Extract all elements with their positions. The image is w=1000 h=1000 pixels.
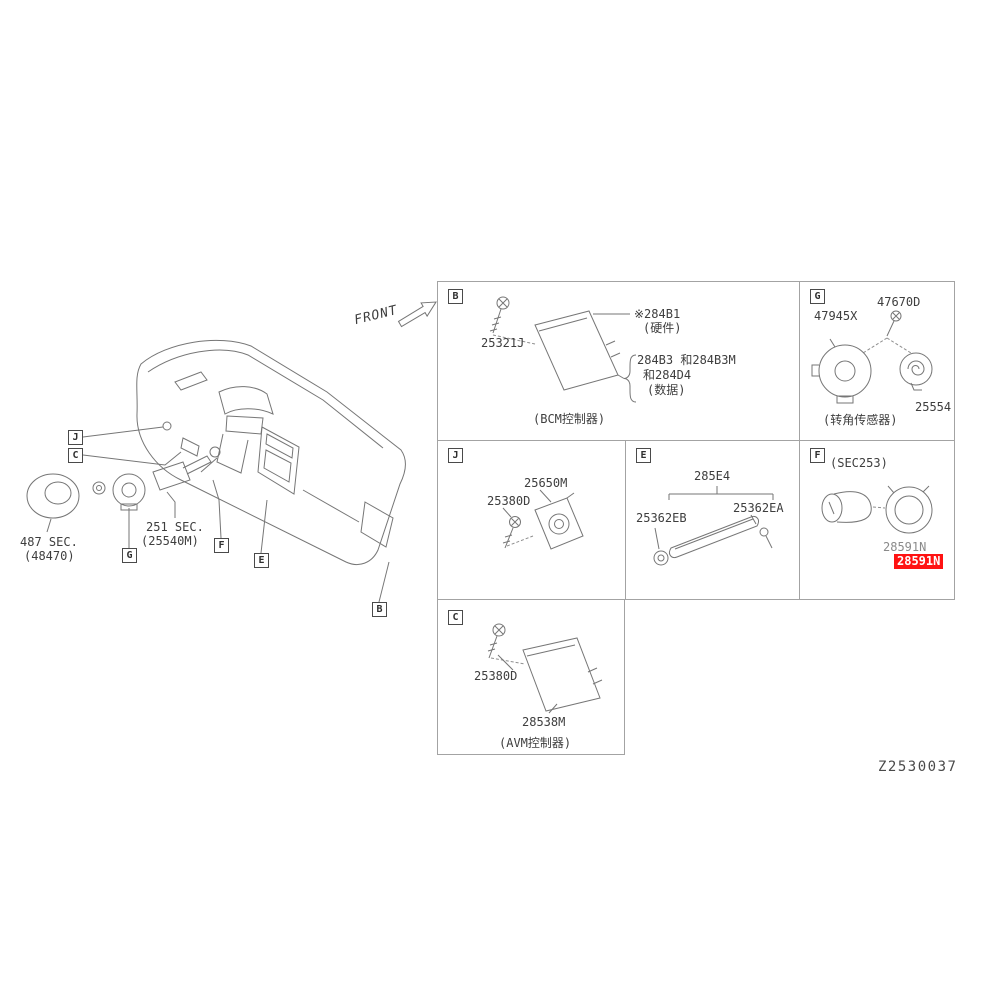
label-487-sec: 487 SEC. [20,535,78,549]
part-285E4: 285E4 [694,469,731,483]
diagram-code: Z2530037 [878,759,958,775]
panel-C: C 25380D 28538M (AVM控制器) [437,600,625,755]
panel-C-callout: C [448,610,463,625]
panel-E-callout: E [636,448,651,463]
dashboard-line-art [26,340,406,603]
part-284D4: 和284D4 [643,368,692,382]
panel-B-callout: B [448,289,463,304]
callout-G: G [122,548,137,563]
part-25650M: 25650M [524,476,568,490]
label-48470: (48470) [24,549,75,563]
panel-E-art [653,486,774,566]
panel-G-callout: G [810,289,825,304]
panel-C-caption: (AVM控制器) [499,736,572,750]
front-direction-label: FRONT [352,302,400,329]
part-47670D: 47670D [877,295,921,309]
part-28538M: 28538M [522,715,566,729]
panel-C-art [487,623,603,714]
part-284B1: ※284B1 [634,307,681,321]
callout-F: F [214,538,229,553]
panel-E: E 285E4 25362EB 25362EA [625,440,800,600]
part-25380D-j: 25380D [487,494,531,508]
part-47945X: 47945X [814,309,858,323]
part-25321J: 25321J [481,336,525,350]
note-sec253: (SEC253) [830,456,888,470]
part-25554: 25554 [915,400,952,414]
part-284B3: 284B3 和284B3M [637,353,736,367]
label-25540M: (25540M) [141,534,199,548]
grid-divider-horizontal [437,440,955,441]
panel-J-callout: J [448,448,463,463]
part-25380D-c: 25380D [474,669,518,683]
callout-B: B [372,602,387,617]
panel-B-caption: (BCM控制器) [533,412,606,426]
panel-J: J 25650M 25380D [437,440,625,600]
front-arrow-icon [397,301,437,328]
panel-G: G 47945X 47670D 25554 (转角传感器) [799,281,955,440]
panel-F: F (SEC253) 28591N 28591N [799,440,955,600]
panel-B: B 25321J ※284B1 (硬件) 284B3 和284B3M 和284D… [437,281,800,440]
part-25362EA: 25362EA [733,501,784,515]
callout-J: J [68,430,83,445]
note-hardware: (硬件) [643,321,682,335]
part-28591N-plain: 28591N [883,540,927,554]
panel-G-art [811,310,933,404]
grid-divider-vertical-2 [625,440,626,600]
label-251-sec: 251 SEC. [146,520,204,534]
callout-C: C [68,448,83,463]
panel-F-art [821,485,933,534]
note-data: (数据) [647,383,686,397]
panel-G-caption: (转角传感器) [823,413,898,427]
panel-B-art [489,296,637,403]
panel-c-border [437,600,625,755]
panel-J-art [502,489,584,550]
panel-F-callout: F [810,448,825,463]
part-28591N-highlighted: 28591N [894,554,944,569]
part-25362EB: 25362EB [636,511,687,525]
callout-E: E [254,553,269,568]
